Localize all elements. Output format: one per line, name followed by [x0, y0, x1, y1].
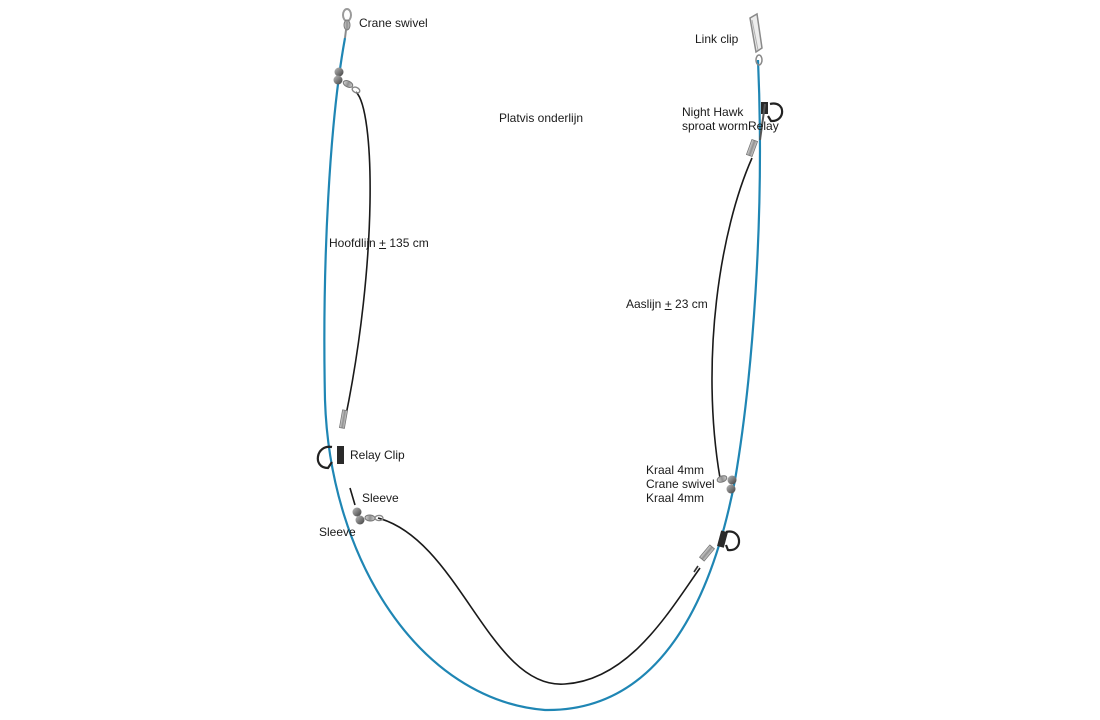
relay-clip-icon: [337, 446, 344, 464]
hook-icon: [745, 102, 784, 158]
aaslijn-plusminus: +: [664, 297, 672, 311]
hook-icon: [316, 409, 348, 470]
aaslijn-label: Aaslijn + 23 cm: [626, 297, 708, 311]
kraal-bottom-label: Kraal 4mm: [646, 491, 705, 505]
crane-swivel-top-label: Crane swivel: [359, 16, 428, 30]
diagram-title: Platvis onderlijn: [499, 111, 584, 125]
hoofdlijn-plusminus: +: [379, 236, 387, 250]
night-hawk-label: Night Hawk sproat wormRelay: [682, 105, 779, 133]
hoofdlijn-label: Hoofdlijn + 135 cm: [329, 236, 429, 250]
left-sleeve-stub: [349, 487, 356, 506]
hoofdlijn-suffix: 135 cm: [386, 236, 429, 250]
aaslijn-suffix: 23 cm: [671, 297, 708, 311]
bead-icon: [352, 507, 384, 525]
kraal-top-label: Kraal 4mm: [646, 463, 705, 477]
main-line: [323, 37, 762, 712]
aaslijn-prefix: Aaslijn: [626, 297, 665, 311]
link-clip-label: Link clip: [695, 32, 739, 46]
bead-icon: [333, 67, 361, 94]
night-hawk-line2: sproat wormRelay: [682, 119, 779, 133]
kraal-swivel-label: Kraal 4mm Crane swivel Kraal 4mm: [646, 463, 715, 505]
crane-swivel-icon: [342, 8, 352, 39]
left-snood-line: [344, 91, 371, 421]
right-snood-line: [711, 157, 753, 479]
sleeve-lower-label: Sleeve: [319, 525, 356, 539]
bottom-snood-line: [377, 517, 701, 685]
hook-icon: [693, 530, 741, 573]
bead-icon: [716, 475, 737, 494]
sleeve-upper-label: Sleeve: [362, 491, 399, 505]
link-clip-icon: [749, 12, 763, 66]
relay-clip-icon: [717, 530, 728, 548]
crane-swivel-mid-label: Crane swivel: [646, 477, 715, 491]
relay-clip-label: Relay Clip: [350, 448, 405, 462]
night-hawk-line1: Night Hawk: [682, 105, 744, 119]
hoofdlijn-prefix: Hoofdlijn: [329, 236, 380, 250]
